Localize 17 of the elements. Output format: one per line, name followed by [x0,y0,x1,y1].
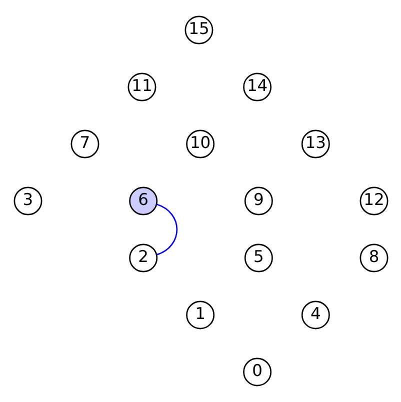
connector [156,204,178,256]
node-circle: 7 [70,130,99,158]
node-circle: 6 [128,186,158,216]
node-circle: 9 [244,186,272,216]
node-circle: 15 [184,16,213,44]
node-circle: 5 [244,244,272,272]
node-circle: 1 [186,300,214,330]
node-circle: 3 [13,186,42,216]
node-circle: 14 [242,72,272,102]
node-circle: 2 [128,244,158,272]
node-circle: 12 [359,186,388,216]
node-circle: 11 [127,72,156,102]
node-circle: 8 [359,244,388,272]
node-circle: 10 [186,130,214,158]
node-circle: 13 [300,130,330,158]
node-circle: 4 [300,300,330,330]
node-circle: 0 [242,358,272,386]
